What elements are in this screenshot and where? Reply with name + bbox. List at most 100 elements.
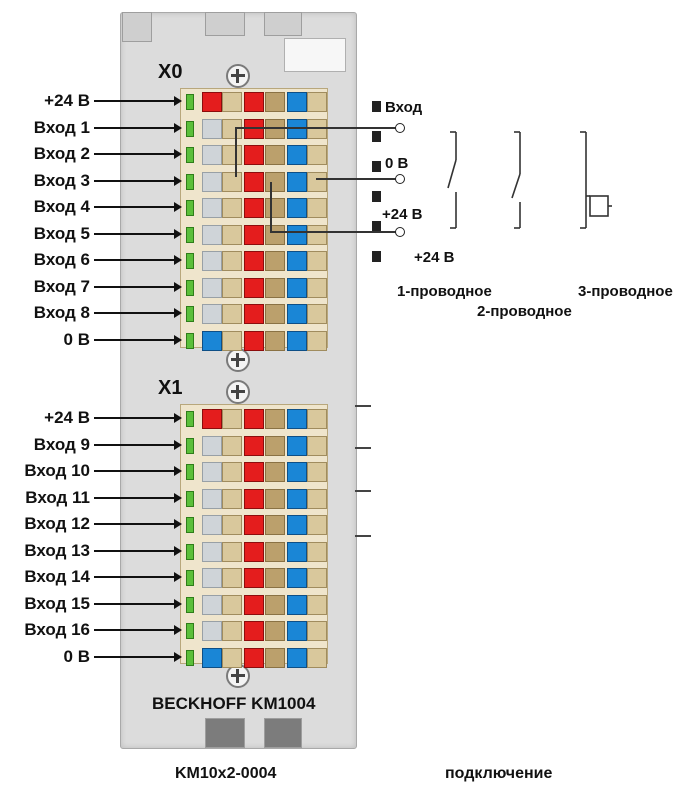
terminal-slot <box>307 304 327 324</box>
terminal-slot <box>202 224 222 245</box>
terminal-arrow <box>94 496 176 499</box>
terminal-arrow <box>94 602 176 605</box>
terminal-label: 0 В <box>63 329 90 349</box>
terminal-slot <box>307 462 327 482</box>
arrow-head-icon <box>174 625 182 635</box>
arrow-head-icon <box>174 572 182 582</box>
terminal-slot <box>265 145 285 165</box>
terminal-slot <box>222 541 242 562</box>
terminal-slot <box>202 92 222 112</box>
terminal-slot <box>307 594 327 615</box>
indicator-square <box>372 191 381 202</box>
terminal-slot <box>244 224 264 245</box>
status-led <box>186 623 194 639</box>
terminal-slot <box>287 594 307 615</box>
terminal-label: Вход 3 <box>33 170 90 190</box>
terminal-slot <box>222 145 242 165</box>
terminal-slot <box>244 409 264 429</box>
status-led <box>186 253 194 269</box>
terminal-arrow <box>94 259 176 261</box>
wire <box>270 231 398 233</box>
indicator-square <box>372 221 381 232</box>
terminal-slot <box>222 277 242 298</box>
status-led <box>186 279 194 296</box>
terminal-slot <box>222 224 242 245</box>
top-connector-right <box>264 12 302 36</box>
status-led <box>186 649 194 666</box>
terminal-label: Вход 5 <box>33 223 90 243</box>
terminal-slot <box>265 92 285 112</box>
top-label-plate <box>284 38 346 72</box>
terminal-slot <box>222 304 242 324</box>
terminal-circle <box>395 174 405 184</box>
terminal-arrow <box>94 285 176 288</box>
terminal-slot <box>307 145 327 165</box>
terminal-slot <box>307 568 327 588</box>
terminal-arrow <box>94 206 176 208</box>
terminal-slot <box>244 171 264 192</box>
terminal-arrow <box>94 312 176 314</box>
arrow-head-icon <box>174 466 182 476</box>
terminal-slot <box>265 251 285 271</box>
terminal-slot <box>287 224 307 245</box>
terminal-slot <box>287 541 307 562</box>
status-led <box>186 173 194 190</box>
terminal-slot <box>287 171 307 192</box>
terminal-slot <box>287 304 307 324</box>
terminal-slot <box>307 171 327 192</box>
terminal-label: Вход 15 <box>24 593 90 613</box>
terminal-label: Вход 4 <box>33 197 90 216</box>
terminal-slot <box>287 251 307 271</box>
status-led <box>186 120 194 137</box>
terminal-slot <box>202 541 222 562</box>
terminal-arrow <box>94 629 176 631</box>
arrow-head-icon <box>174 492 182 503</box>
terminal-slot <box>222 515 242 535</box>
arrow-head-icon <box>174 96 182 106</box>
terminal-slot <box>265 198 285 218</box>
terminal-slot <box>265 515 285 535</box>
arrow-head-icon <box>174 413 182 423</box>
two-wire-label: 2-проводное <box>477 303 572 320</box>
terminal-label: +24 В <box>44 91 90 110</box>
terminal-slot <box>307 647 327 668</box>
group-x1-header: X1 <box>158 377 183 399</box>
terminal-slot <box>222 488 242 509</box>
terminal-slot <box>307 435 327 456</box>
terminal-slot <box>287 92 307 112</box>
indicator-square <box>372 251 381 262</box>
terminal-slot <box>287 647 307 668</box>
terminal-label: 0 В <box>63 646 90 666</box>
terminal-slot <box>222 409 242 429</box>
terminal-slot <box>287 277 307 298</box>
brand-label: BECKHOFF KM1004 <box>152 694 316 713</box>
terminal-label: Вход 12 <box>24 514 90 533</box>
terminal-slot <box>244 621 264 641</box>
top-rail <box>122 12 152 42</box>
terminal-slot <box>287 462 307 482</box>
terminal-slot <box>222 568 242 588</box>
terminal-slot <box>222 594 242 615</box>
terminal-slot <box>244 435 264 456</box>
terminal-arrow <box>94 153 176 155</box>
terminal-slot <box>287 488 307 509</box>
terminal-slot <box>287 198 307 218</box>
status-led <box>186 517 194 533</box>
terminal-label: Вход 1 <box>33 117 90 137</box>
terminal-slot <box>265 330 285 351</box>
terminal-slot <box>265 462 285 482</box>
terminal-slot <box>222 92 242 112</box>
housing-mark <box>355 447 371 449</box>
terminal-slot <box>307 198 327 218</box>
wiring-plus24-label-lower: +24 В <box>414 249 455 266</box>
wire <box>316 178 398 180</box>
terminal-circle <box>395 227 405 237</box>
terminal-slot <box>265 277 285 298</box>
indicator-square <box>372 161 381 172</box>
terminal-label: Вход 14 <box>24 567 90 586</box>
terminal-slot <box>244 330 264 351</box>
terminal-slot <box>265 541 285 562</box>
terminal-slot <box>202 621 222 641</box>
status-led <box>186 596 194 613</box>
status-led <box>186 411 194 427</box>
